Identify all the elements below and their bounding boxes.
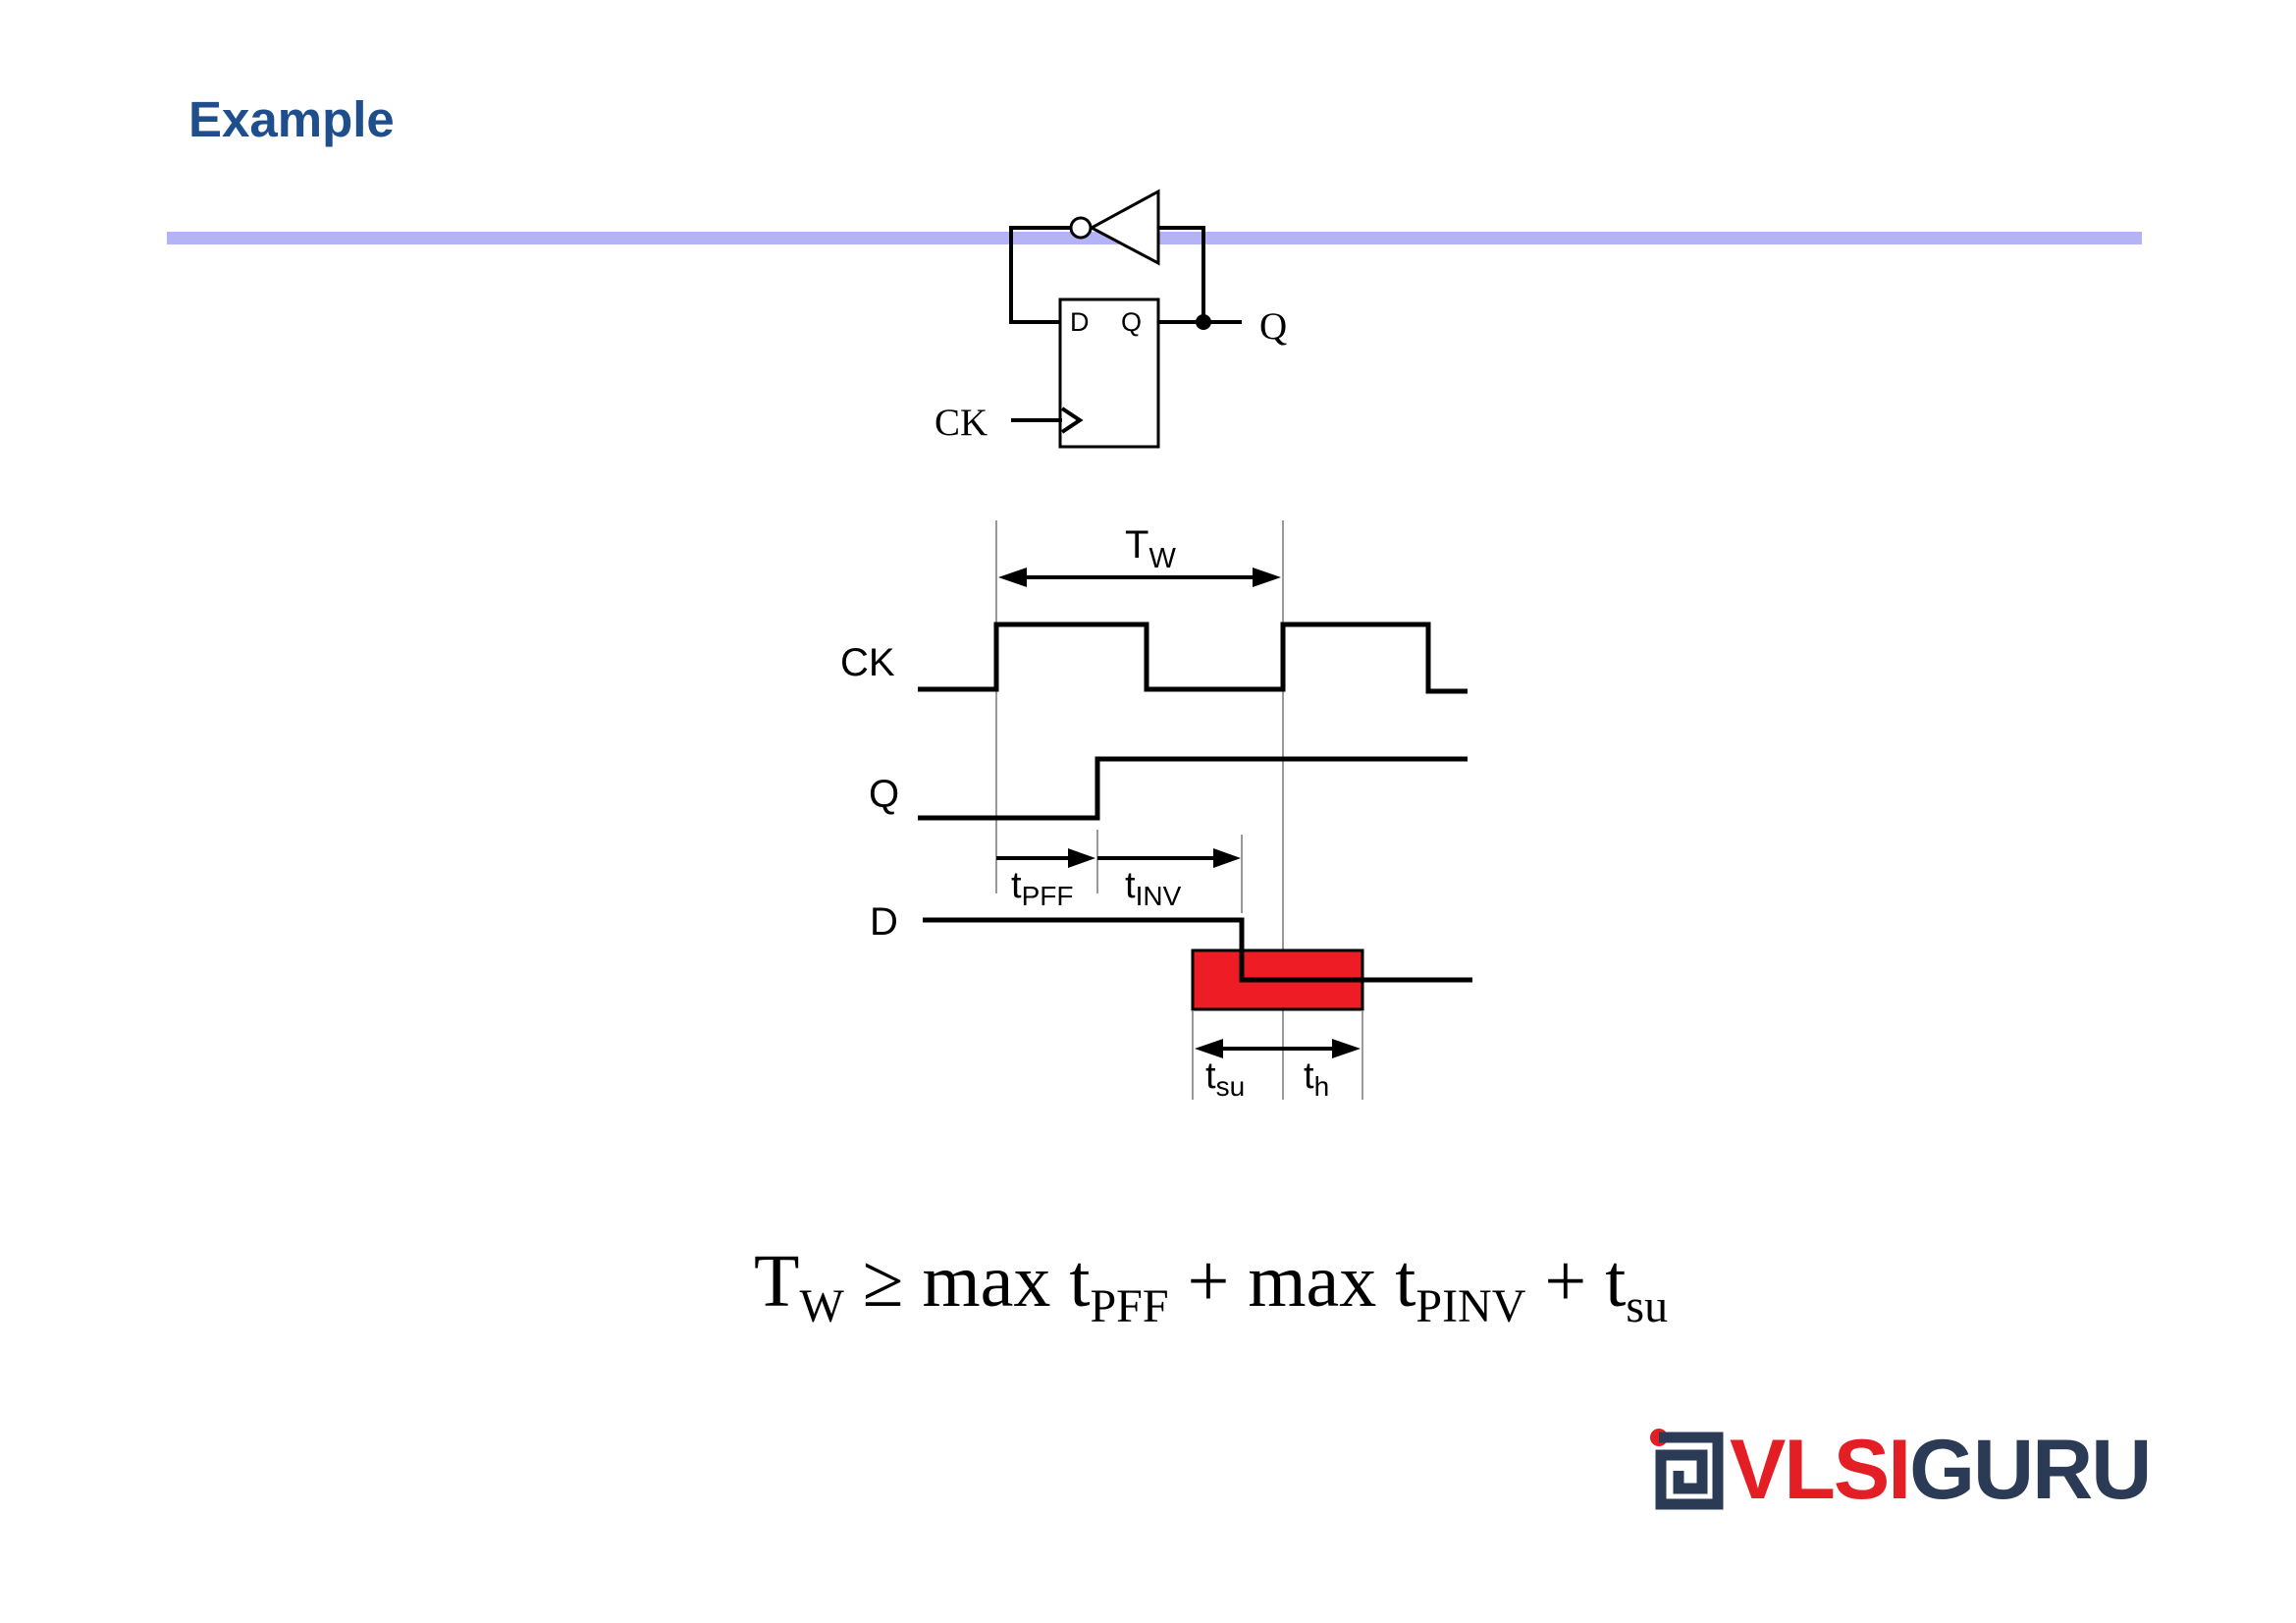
formula-pinv-sub: PINV <box>1415 1280 1526 1332</box>
circuit-schematic: D Q CK Q <box>934 189 1287 449</box>
signal-label-q: Q <box>869 773 899 816</box>
tpff-label: tPFF <box>1011 865 1073 911</box>
logo-mark-icon <box>1650 1429 1724 1510</box>
tpff-arrow-head <box>1068 848 1095 868</box>
d-waveform <box>923 917 1472 983</box>
slide-title: Example <box>188 91 395 147</box>
clock-triangle <box>1060 406 1084 434</box>
logo-text-vlsi: VLSI <box>1730 1423 1911 1517</box>
ck-input-label: CK <box>934 402 988 444</box>
tsu-label: tsu <box>1205 1055 1245 1102</box>
feedback-wire-left <box>1009 226 1080 324</box>
feedback-wire-right <box>1158 226 1205 322</box>
period-label: TW <box>1125 523 1176 574</box>
timing-diagram: TW CK Q D tPFF tINV tsu th <box>840 520 1472 1102</box>
th-label: th <box>1304 1055 1329 1102</box>
formula-max-tpinv: max t <box>1248 1240 1416 1323</box>
q-waveform <box>918 756 1468 821</box>
formula-pff-sub: PFF <box>1090 1280 1169 1332</box>
th-arrow-head <box>1332 1039 1361 1058</box>
timing-constraint-formula: TW ≥ max tPFF + max tPINV + tsu <box>754 1239 1668 1330</box>
tinv-arrow-head <box>1213 848 1241 868</box>
inverter-bubble <box>1069 216 1093 240</box>
formula-tsu: t <box>1605 1240 1627 1323</box>
ck-waveform <box>918 622 1468 694</box>
ff-q-label: Q <box>1121 307 1142 337</box>
logo-text-guru: GURU <box>1909 1423 2152 1517</box>
formula-tw: T <box>754 1240 800 1323</box>
ff-d-label: D <box>1070 307 1090 337</box>
q-output-label: Q <box>1259 305 1287 348</box>
formula-plus-2: + <box>1544 1240 1587 1323</box>
formula-tw-sub: W <box>799 1280 844 1332</box>
formula-ge: ≥ <box>862 1240 904 1323</box>
formula-max-tpff: max t <box>922 1240 1091 1323</box>
tinv-label: tINV <box>1125 865 1182 911</box>
formula-plus-1: + <box>1187 1240 1230 1323</box>
period-arrow-left-head <box>998 568 1027 587</box>
inverter-triangle <box>1088 189 1160 266</box>
tsu-arrow-head <box>1195 1039 1223 1058</box>
signal-label-ck: CK <box>840 641 895 684</box>
signal-label-d: D <box>870 900 898 944</box>
formula-su-sub: su <box>1626 1280 1669 1332</box>
period-arrow-right-head <box>1253 568 1281 587</box>
